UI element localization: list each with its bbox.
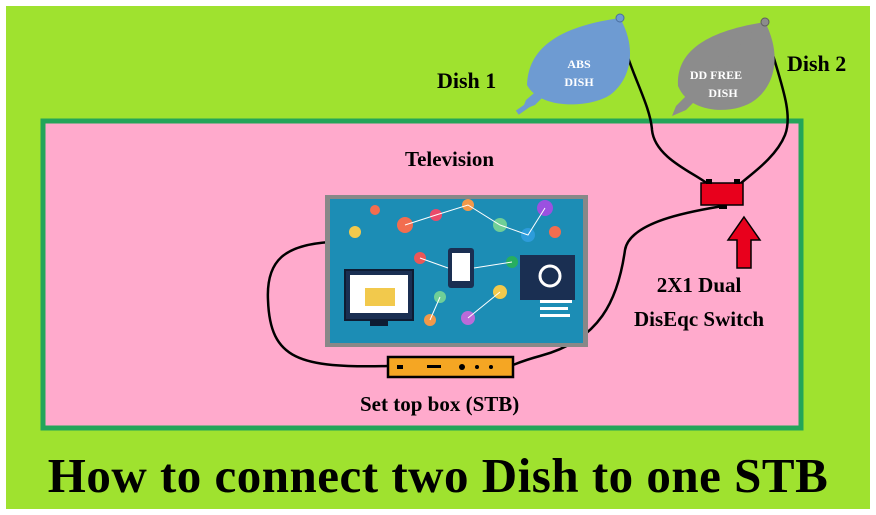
switch-to-stb-cable <box>512 204 724 367</box>
switch-label-line1: 2X1 Dual <box>656 273 742 297</box>
diseqc-switch <box>700 179 744 209</box>
dish1-text-line2: DISH <box>564 75 594 89</box>
tv-screen-graphics <box>344 199 575 326</box>
switch-label: 2X1 Dual DisEqc Switch <box>634 268 764 336</box>
cables <box>266 19 789 368</box>
dish1-text: ABS DISH <box>550 55 608 91</box>
switch-label-line2: DisEqc Switch <box>634 307 765 331</box>
dish2-label: Dish 2 <box>787 51 847 76</box>
stb-label: Set top box (STB) <box>360 392 520 416</box>
stb-to-tv-cable <box>266 240 389 368</box>
dish2-text-line2: DISH <box>708 86 738 100</box>
dish2-cable <box>737 24 789 187</box>
dish1-icon <box>515 13 631 115</box>
television-label: Television <box>405 147 495 171</box>
television <box>325 195 588 347</box>
page-title: How to connect two Dish to one STB <box>47 448 829 503</box>
dish1-label: Dish 1 <box>437 68 497 93</box>
dish2-text-line1: DD FREE <box>689 68 743 82</box>
dish1-text-line1: ABS <box>567 57 591 71</box>
arrow-up-icon <box>726 215 762 269</box>
set-top-box <box>386 355 515 379</box>
dish2-text: DD FREE DISH <box>680 66 752 102</box>
dish2-icon <box>672 17 775 116</box>
